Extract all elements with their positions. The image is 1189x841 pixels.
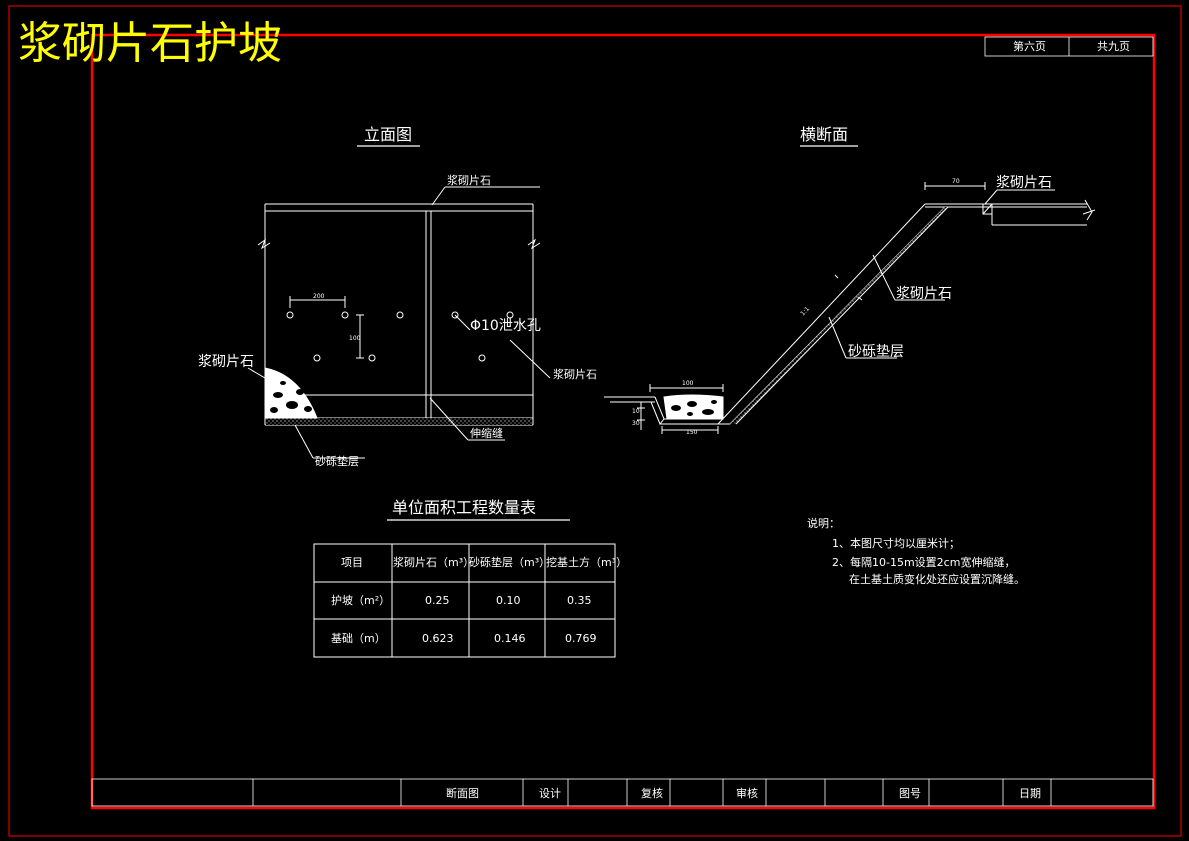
elevation-bedding-label: 砂砾垫层 — [315, 454, 359, 468]
titleblock-date: 日期 — [1019, 787, 1041, 800]
titleblock-approve: 审核 — [736, 786, 758, 800]
page-total: 共九页 — [1097, 40, 1130, 53]
titleblock-design: 设计 — [539, 787, 561, 800]
table-cell-1-0: 基础（m） — [331, 632, 386, 645]
note-1: 1、本图尺寸均以厘米计； — [832, 536, 960, 550]
section-slope-label: 浆砌片石 — [896, 286, 952, 302]
elevation-dim-v: 100 — [349, 335, 361, 342]
titleblock-drawing-name: 断面图 — [446, 786, 479, 800]
notes-heading: 说明： — [807, 516, 840, 530]
page-current: 第六页 — [1013, 39, 1046, 53]
table-header-2: 砂砾垫层（m³） — [469, 555, 550, 569]
section-dim-top: 70 — [952, 178, 960, 185]
table-cell-0-3: 0.35 — [567, 594, 592, 607]
section-view: 横断面 70 浆砌片石 1:1 浆砌片石 砂砾垫 — [604, 125, 1096, 436]
section-dim-bottom: 150 — [686, 429, 698, 436]
page-info-box: 第六页 共九页 — [984, 36, 1154, 57]
table-title: 单位面积工程数量表 — [392, 498, 536, 517]
section-dim-side2: 30 — [632, 420, 640, 427]
table-cell-1-3: 0.769 — [565, 632, 597, 645]
titleblock-drawing-no: 图号 — [899, 787, 921, 800]
table-header-1: 浆砌片石（m³） — [393, 555, 474, 569]
notes: 说明： 1、本图尺寸均以厘米计； 2、每隔10-15m设置2cm宽伸缩缝， 在土… — [807, 516, 1025, 586]
section-dim-base: 100 — [682, 380, 694, 387]
inner-border — [90, 33, 1156, 810]
drawing-title: 浆砌片石护坡 — [18, 18, 282, 69]
section-heading: 横断面 — [800, 125, 848, 144]
quantity-table: 单位面积工程数量表 项目 浆砌片石（m³） 砂砾垫层（m³） 挖基土方（m³） … — [313, 498, 627, 658]
table-cell-0-0: 护坡（m²） — [331, 593, 390, 607]
table-cell-0-1: 0.25 — [425, 594, 450, 607]
drain-hole-label: Φ10泄水孔 — [470, 318, 541, 334]
table-cell-1-1: 0.623 — [422, 632, 454, 645]
slope-ratio: 1:1 — [799, 305, 811, 317]
table-header-3: 挖基土方（m³） — [546, 555, 627, 569]
section-top-label: 浆砌片石 — [996, 175, 1052, 191]
table-cell-0-2: 0.10 — [496, 594, 521, 607]
note-3: 在土基土质变化处还应设置沉降缝。 — [849, 572, 1025, 586]
elevation-dim-h: 200 — [313, 293, 325, 300]
section-dim-side1: 10 — [632, 408, 640, 415]
note-2: 2、每隔10-15m设置2cm宽伸缩缝， — [832, 555, 1015, 569]
outer-border — [8, 5, 1182, 837]
elevation-top-label: 浆砌片石 — [447, 173, 491, 187]
title-block: 断面图 设计 复核 审核 图号 日期 — [91, 778, 1154, 807]
elevation-left-label: 浆砌片石 — [198, 354, 254, 370]
section-bedding-label: 砂砾垫层 — [848, 344, 904, 360]
elevation-view: 立面图 浆砌片石 — [198, 125, 597, 468]
table-cell-1-2: 0.146 — [494, 632, 526, 645]
titleblock-review: 复核 — [641, 786, 663, 800]
table-header-0: 项目 — [341, 556, 363, 569]
elevation-heading: 立面图 — [364, 125, 412, 144]
joint-label: 伸缩缝 — [470, 426, 503, 440]
elevation-right-label: 浆砌片石 — [553, 367, 597, 381]
